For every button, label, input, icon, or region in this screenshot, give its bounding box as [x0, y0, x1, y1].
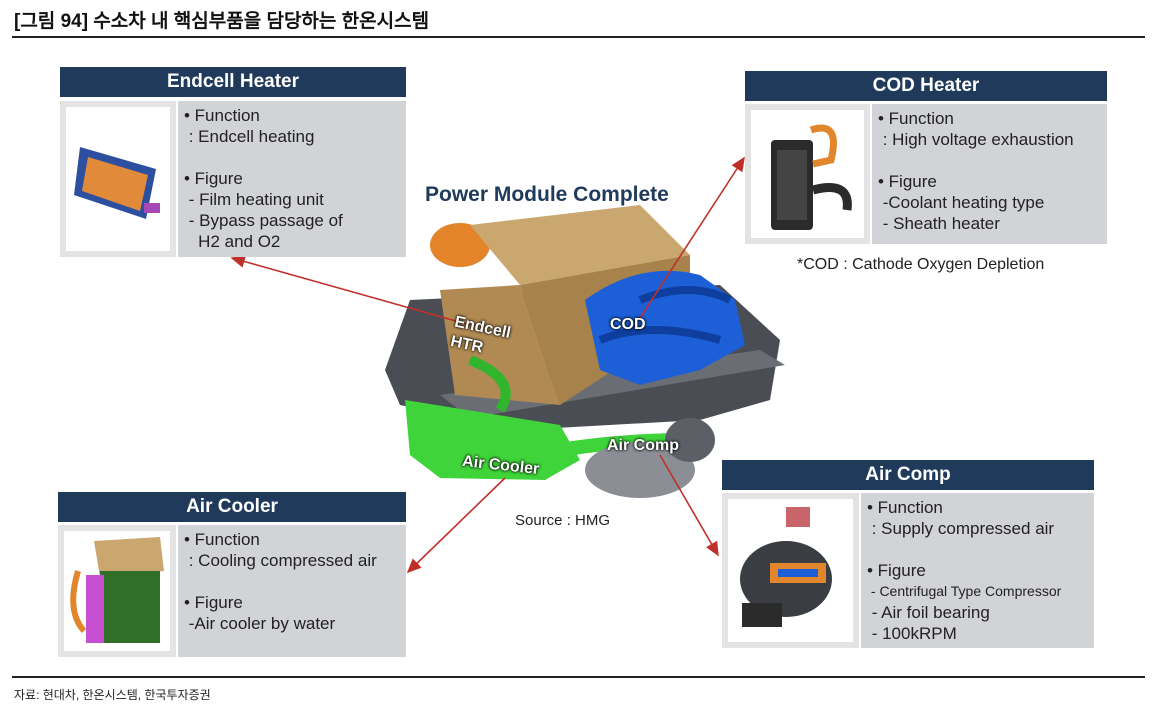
air-cooler-image	[58, 525, 176, 657]
aircomp-line-2: : Supply compressed air	[867, 519, 1055, 538]
module-orange-inlet	[430, 223, 490, 267]
aircooler-line-3	[184, 571, 400, 592]
bottom-divider	[12, 676, 1145, 678]
footer-source: 자료: 현대차, 한온시스템, 한국투자증권	[14, 688, 211, 702]
endcell-line-3	[184, 147, 400, 168]
cod-line-2: : High voltage exhaustion	[878, 130, 1074, 149]
aircomp-line-1: • Function	[867, 498, 943, 517]
aircomp-line-5: - Centrifugal Type Compressor	[867, 583, 1062, 599]
cod-footnote: *COD : Cathode Oxygen Depletion	[797, 256, 1045, 273]
air-comp-title: Air Comp	[722, 460, 1094, 490]
endcell-heater-description: • Function : Endcell heating • Figure - …	[178, 101, 406, 257]
figure-title: [그림 94] 수소차 내 핵심부품을 담당하는 한온시스템	[14, 11, 430, 32]
air-cooler-description: • Function : Cooling compressed air • Fi…	[178, 525, 406, 657]
module-source: Source : HMG	[515, 512, 611, 529]
center-title: Power Module Complete	[425, 183, 669, 206]
aircomp-line-6: - Air foil bearing	[867, 603, 990, 622]
endcell-line-4: • Figure	[184, 169, 243, 188]
air-comp-image	[722, 493, 859, 648]
cod-line-1: • Function	[878, 109, 954, 128]
arrow-to-cod-heater	[639, 156, 745, 319]
endcell-line-7: H2 and O2	[184, 232, 281, 251]
aircooler-line-2: : Cooling compressed air	[184, 551, 377, 570]
aircooler-line-1: • Function	[184, 530, 260, 549]
air-cooler-title: Air Cooler	[58, 492, 406, 522]
arrow-to-endcell-heater	[230, 255, 471, 326]
air-comp-figure	[740, 507, 832, 627]
endcell-heater-figure	[74, 147, 160, 219]
cod-heater-description: • Function : High voltage exhaustion • F…	[872, 104, 1107, 244]
cod-line-5: -Coolant heating type	[878, 193, 1045, 212]
endcell-line-2: : Endcell heating	[184, 127, 315, 146]
arrow-to-air-comp	[659, 454, 719, 557]
cod-line-6: - Sheath heater	[878, 214, 1000, 233]
cod-line-4: • Figure	[878, 172, 937, 191]
module-air-compressor	[585, 442, 695, 498]
top-divider	[12, 36, 1145, 38]
endcell-line-5: - Film heating unit	[184, 190, 324, 209]
aircomp-line-4: • Figure	[867, 561, 926, 580]
aircooler-line-5: -Air cooler by water	[184, 614, 336, 633]
endcell-heater-image	[60, 101, 176, 257]
module-stack-top	[470, 205, 690, 285]
endcell-line-6: - Bypass passage of	[184, 211, 343, 230]
cod-line-3	[878, 150, 1101, 171]
endcell-line-1: • Function	[184, 106, 260, 125]
cod-heater-figure	[771, 124, 852, 230]
cod-heater-title: COD Heater	[745, 71, 1107, 101]
aircooler-line-4: • Figure	[184, 593, 243, 612]
arrow-to-air-cooler	[406, 477, 506, 574]
air-comp-description: • Function : Supply compressed air • Fig…	[861, 493, 1094, 648]
endcell-heater-title: Endcell Heater	[60, 67, 406, 97]
aircomp-line-7: - 100kRPM	[867, 624, 957, 643]
aircomp-line-3	[867, 539, 1088, 560]
air-cooler-figure	[70, 537, 164, 643]
label-cod: COD	[610, 316, 646, 333]
cod-heater-image	[745, 104, 870, 244]
label-air-comp: Air Comp	[607, 437, 679, 454]
module-air-cooler	[405, 400, 580, 480]
